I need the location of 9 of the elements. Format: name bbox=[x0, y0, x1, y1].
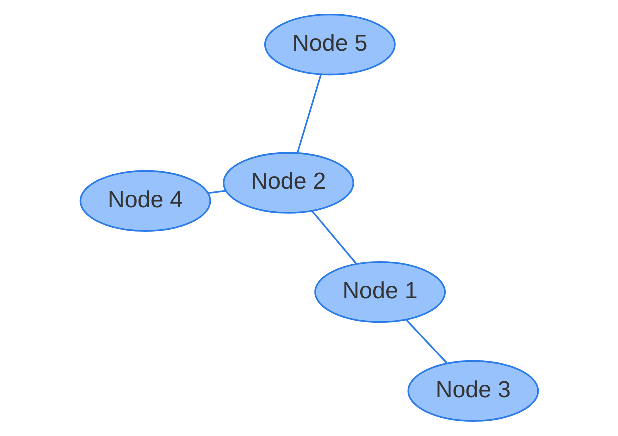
connector bbox=[296, 74, 322, 154]
node-ellipse: Node 4 bbox=[79, 170, 211, 232]
node-ellipse: Node 5 bbox=[264, 14, 396, 76]
node-ellipse: Node 2 bbox=[222, 152, 354, 214]
connector bbox=[405, 319, 448, 364]
connector bbox=[208, 190, 226, 194]
connector bbox=[311, 210, 357, 265]
node-ellipse: Node 1 bbox=[314, 262, 446, 324]
node-ellipse: Node 3 bbox=[407, 360, 539, 422]
